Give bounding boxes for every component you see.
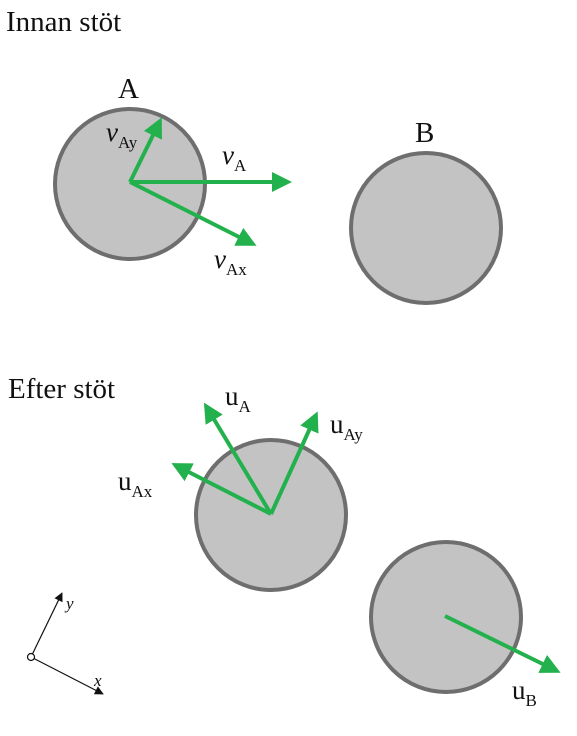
vector-vAx-arrow bbox=[129, 180, 257, 246]
before-collision-scene: A B vA vAx vAy bbox=[53, 73, 503, 305]
x-axis-label: x bbox=[93, 671, 102, 690]
vector-uA-label: uA bbox=[225, 381, 252, 416]
vector-vA-label: vA bbox=[222, 140, 247, 175]
ball-b-before bbox=[349, 151, 503, 305]
vector-uB-arrow bbox=[444, 614, 561, 673]
vector-vAy-arrow bbox=[128, 117, 162, 183]
vector-uAx-arrow bbox=[171, 463, 272, 516]
y-axis-label: y bbox=[64, 594, 74, 613]
vector-vAy-label: vAy bbox=[106, 117, 138, 152]
vector-uA-arrow bbox=[203, 402, 273, 516]
ball-a-label: A bbox=[118, 73, 139, 105]
vector-uAx-label: uAx bbox=[118, 466, 153, 501]
after-collision-scene: uA uAx uAy uB bbox=[118, 381, 561, 710]
vector-uAy-arrow bbox=[269, 411, 319, 515]
origin-circle bbox=[26, 652, 36, 662]
ball-b-label: B bbox=[415, 117, 434, 149]
vector-uAy-label: uAy bbox=[330, 409, 363, 444]
vector-uB-label: uB bbox=[512, 675, 537, 710]
coordinate-axes: y x bbox=[26, 592, 104, 695]
y-axis-line bbox=[30, 592, 63, 658]
vector-vAx-label: vAx bbox=[214, 244, 247, 279]
heading-before-collision: Innan stöt bbox=[6, 6, 121, 38]
heading-after-collision: Efter stöt bbox=[8, 373, 115, 405]
ball-a-after bbox=[194, 438, 348, 592]
x-axis-line bbox=[30, 656, 104, 695]
